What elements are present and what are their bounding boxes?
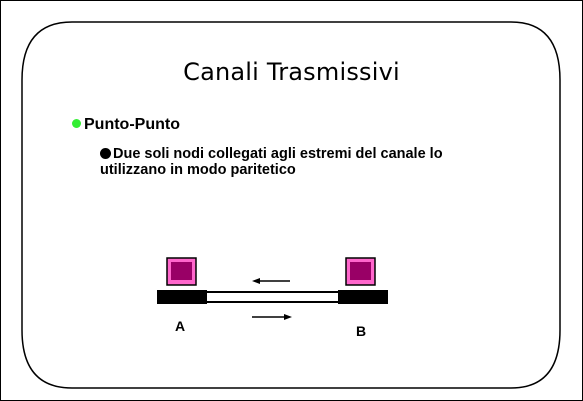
sub-bullet-line-1: Due soli nodi collegati agli estremi del… [113,146,443,162]
node-b-screen [350,262,371,280]
sub-bullet-description: Due soli nodi collegati agli estremi del… [100,146,540,178]
node-a-screen [171,262,192,280]
black-bullet-icon [100,148,111,159]
node-b-label: B [356,323,367,339]
rounded-slide-border [21,21,561,389]
node-a-computer [157,257,207,304]
node-a-base [157,290,207,304]
slide-title: Canali Trasmissivi [183,58,400,86]
node-b-base [338,290,388,304]
bullet-1-text: Punto-Punto [84,116,180,133]
arrow-right-icon [252,314,292,320]
sub-bullet-line-2: utilizzano in modo paritetico [100,162,296,178]
node-a-label: A [175,318,186,334]
node-b-computer [338,257,388,304]
green-bullet-icon [72,119,81,128]
arrow-left-icon [252,278,290,284]
bullet-point-to-point: Punto-Punto [72,116,180,134]
